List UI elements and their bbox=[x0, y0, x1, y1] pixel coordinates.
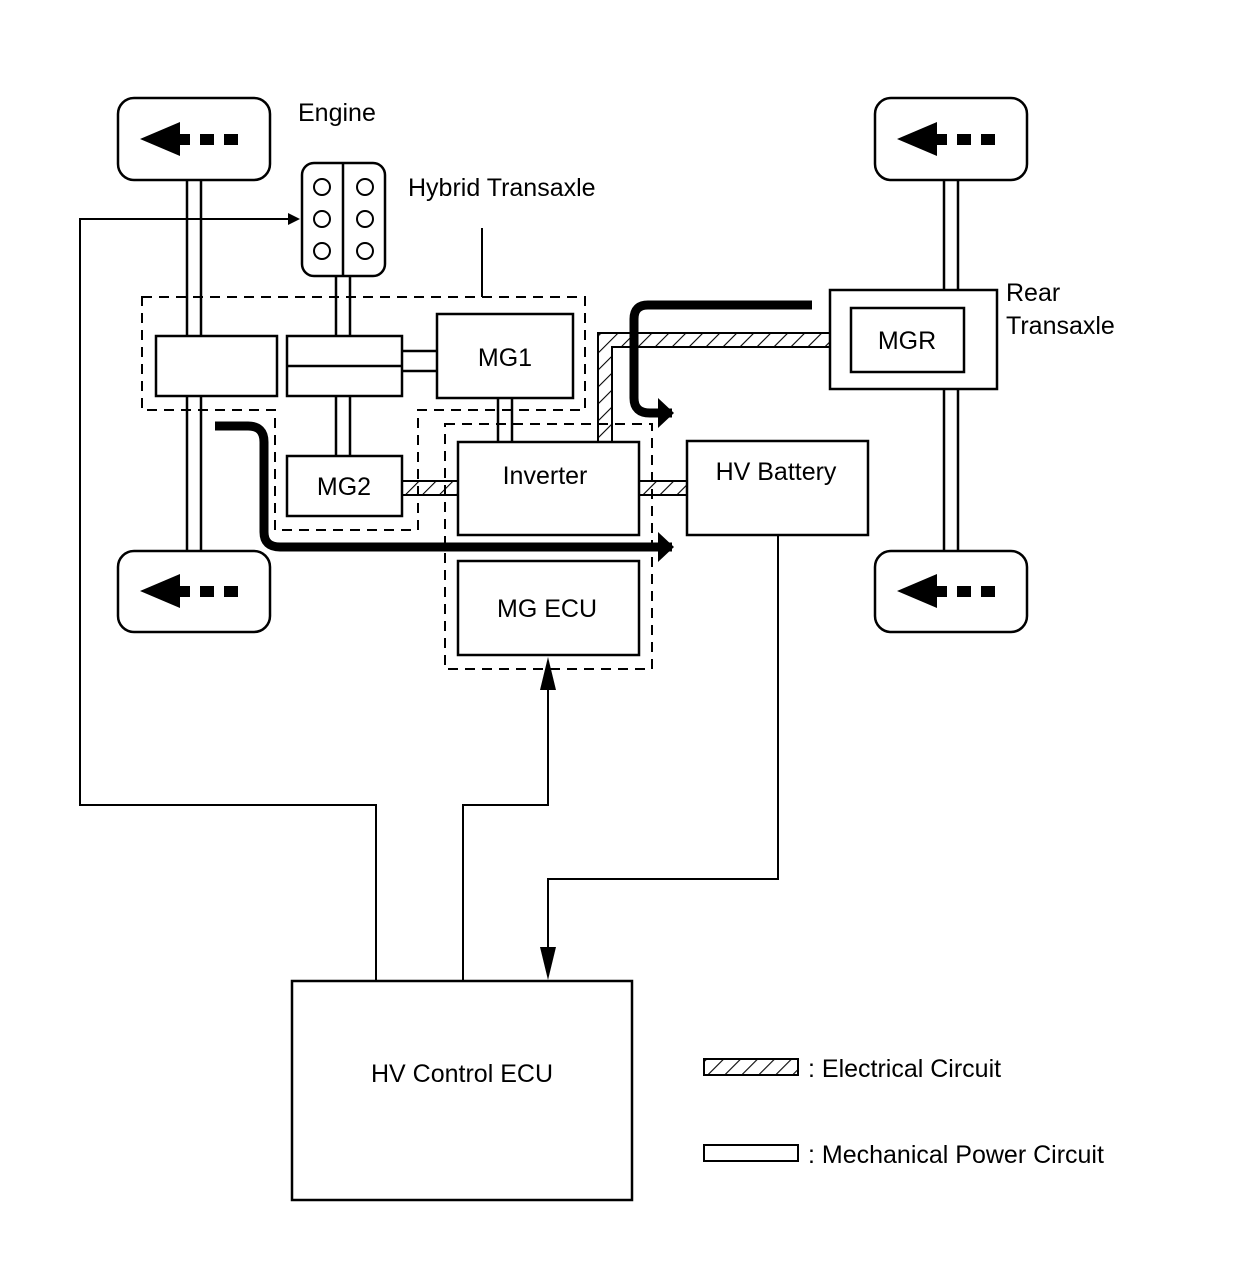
mg1-box: MG1 bbox=[435, 312, 575, 400]
mg-ecu-label: MG ECU bbox=[497, 595, 597, 623]
mg-ecu-box: MG ECU bbox=[456, 559, 641, 657]
hv-battery-box: HV Battery bbox=[685, 439, 870, 537]
mg1-inverter-link bbox=[496, 398, 514, 442]
mg2-box: MG2 bbox=[285, 454, 404, 518]
arrow-down-icon bbox=[540, 947, 556, 980]
legend-mechanical-label: : Mechanical Power Circuit bbox=[808, 1141, 1104, 1169]
regenerative-flow-arrow-rear bbox=[629, 300, 812, 428]
planetary-mg1-link bbox=[402, 349, 437, 373]
battery-to-ecu-signal bbox=[547, 535, 779, 972]
arrow-left-icon bbox=[897, 122, 937, 156]
arrow-left-icon bbox=[140, 574, 180, 608]
mgr-label: MGR bbox=[878, 327, 936, 355]
ecu-to-mg-ecu-signal bbox=[462, 664, 549, 981]
ecu-to-engine-signal bbox=[79, 213, 377, 981]
rear-transaxle-box: MGR bbox=[828, 288, 999, 391]
rear-transaxle-label-line2: Transaxle bbox=[1006, 312, 1115, 340]
arrow-up-icon bbox=[540, 657, 556, 690]
arrow-left-icon bbox=[897, 574, 937, 608]
hv-control-ecu-label: HV Control ECU bbox=[371, 1060, 553, 1088]
mg2-label: MG2 bbox=[317, 473, 371, 501]
engine-label: Engine bbox=[298, 99, 376, 127]
wheel-rear-right bbox=[873, 549, 1029, 634]
planetary-gear-block bbox=[285, 334, 404, 398]
rear-transaxle-label-line1: Rear bbox=[1006, 279, 1060, 307]
regenerative-flow-arrow-front bbox=[215, 421, 674, 562]
legend-electrical-label: : Electrical Circuit bbox=[808, 1055, 1001, 1083]
inverter-battery-electrical bbox=[638, 480, 688, 496]
hv-battery-label: HV Battery bbox=[716, 458, 837, 486]
hybrid-transaxle-label: Hybrid Transaxle bbox=[408, 174, 596, 202]
wheel-front-left bbox=[116, 96, 272, 182]
hv-control-ecu-box: HV Control ECU bbox=[290, 979, 634, 1202]
inverter-box: Inverter bbox=[456, 440, 641, 537]
hybrid-transaxle-boundary bbox=[141, 296, 586, 531]
inverter-label: Inverter bbox=[503, 462, 588, 490]
engine-block bbox=[300, 161, 387, 278]
legend-mechanical-swatch bbox=[703, 1144, 799, 1162]
mg2-inverter-electrical bbox=[401, 480, 459, 496]
wheel-front-right bbox=[873, 96, 1029, 182]
legend: : Electrical Circuit : Mechanical Power … bbox=[703, 1055, 1104, 1169]
mg1-label: MG1 bbox=[478, 344, 532, 372]
legend-electrical-swatch bbox=[703, 1058, 799, 1076]
arrow-left-icon bbox=[140, 122, 180, 156]
reduction-gear-block bbox=[154, 334, 279, 398]
wheel-rear-left bbox=[116, 549, 272, 634]
